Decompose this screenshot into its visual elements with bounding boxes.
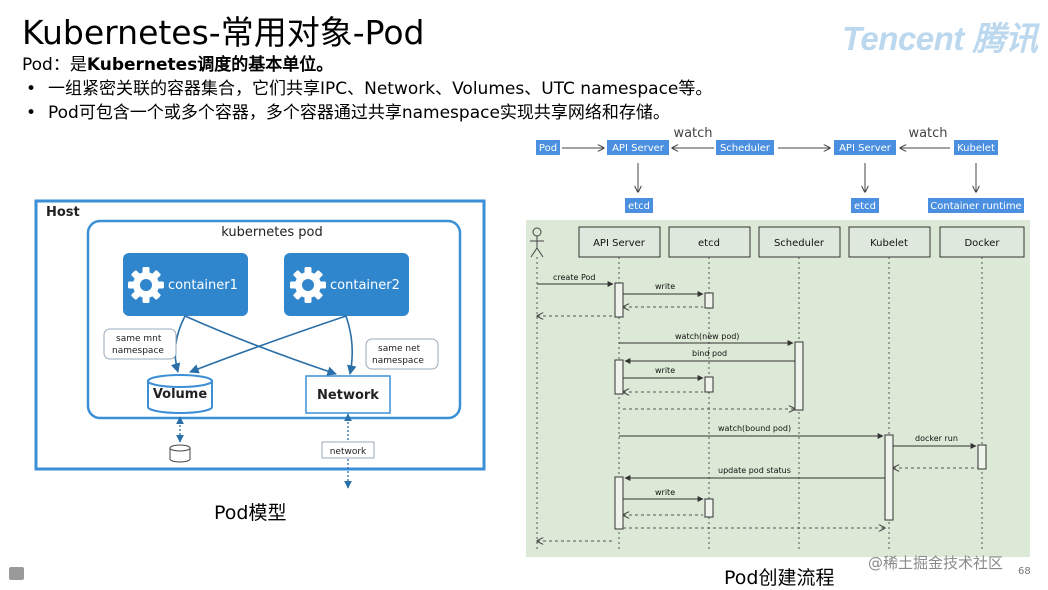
flow-api2-label: API Server xyxy=(839,143,892,154)
callout-net-line1: same net xyxy=(378,344,421,354)
flow-etcd2-box xyxy=(851,198,879,213)
seq-msg-write-2: write xyxy=(655,366,675,375)
volume-cylinder xyxy=(147,374,213,414)
page-number: 68 xyxy=(1018,566,1031,577)
callout-mnt-line2: namespace xyxy=(112,346,164,356)
gear-icon xyxy=(128,267,164,303)
seq-participant-kubelet-label: Kubelet xyxy=(870,238,908,249)
pod-model-caption: Pod模型 xyxy=(214,502,287,524)
flow-api2-box xyxy=(834,140,896,155)
seq-msg-bind-pod: bind pod xyxy=(692,349,727,358)
callout-mnt-line1: same mnt xyxy=(116,334,162,344)
seq-msg-update-status: update pod status xyxy=(718,466,791,475)
flow-etcd2-label: etcd xyxy=(854,201,876,212)
container2-label: container2 xyxy=(330,278,400,293)
seq-participant-api xyxy=(578,226,661,258)
user-actor-icon xyxy=(530,227,544,258)
intro-bold: Kubernetes调度的基本单位。 xyxy=(86,55,334,75)
bullet-text: Pod可包含一个或多个容器，多个容器通过共享namespace实现共享网络和存储… xyxy=(48,103,670,123)
flow-scheduler-box xyxy=(716,140,774,155)
flow-top: Pod API Server watch Scheduler API Serve… xyxy=(536,126,1024,213)
tencent-logo: Tencent 腾讯 xyxy=(842,20,1038,57)
callout-mnt xyxy=(103,328,177,360)
host-label: Host xyxy=(46,205,80,220)
flow-etcd1-box xyxy=(625,198,653,213)
pod-label: kubernetes pod xyxy=(221,225,322,240)
flow-watch1-label: watch xyxy=(673,126,712,141)
bullet-item: •Pod可包含一个或多个容器，多个容器通过共享namespace实现共享网络和存… xyxy=(26,103,670,123)
callout-net xyxy=(365,338,439,370)
bullet-item: •一组紧密关联的容器集合，它们共享IPC、Network、Volumes、UTC… xyxy=(26,79,713,99)
flow-runtime-box xyxy=(928,198,1024,213)
seq-participant-etcd xyxy=(668,226,751,258)
sequence-background xyxy=(526,220,1030,557)
disk-icon xyxy=(169,444,191,463)
flow-watch2-label: watch xyxy=(908,126,947,141)
flow-kubelet-label: Kubelet xyxy=(957,143,995,154)
seq-participant-kubelet xyxy=(848,226,931,258)
arrow-c2-network xyxy=(345,315,357,375)
flow-kubelet-box xyxy=(954,140,998,155)
seq-participant-etcd-label: etcd xyxy=(698,238,720,249)
seq-participant-docker-label: Docker xyxy=(964,238,1000,249)
pod-box xyxy=(86,219,462,420)
seq-msg-docker-run: docker run xyxy=(915,434,958,443)
flow-api1-box xyxy=(607,140,669,155)
container1-label: container1 xyxy=(168,278,238,293)
seq-participant-scheduler-label: Scheduler xyxy=(774,238,825,249)
flow-etcd1-label: etcd xyxy=(628,201,650,212)
arrow-c1-network xyxy=(184,315,337,376)
flow-runtime-label: Container runtime xyxy=(930,201,1021,212)
callout-net-line2: namespace xyxy=(372,356,424,366)
flow-pod-box xyxy=(536,140,560,155)
container1-box xyxy=(123,253,248,316)
arrow-c2-volume xyxy=(189,315,347,374)
seq-msg-create-pod: create Pod xyxy=(553,273,595,282)
seq-msg-watch-new: watch(new pod) xyxy=(675,332,739,341)
sequence-diagram: API Server etcd Scheduler Kubelet Docker xyxy=(526,220,1030,557)
seq-participant-scheduler xyxy=(758,226,841,258)
gear-icon xyxy=(290,267,326,303)
network-box xyxy=(305,375,391,414)
watermark: @稀土掘金技术社区 xyxy=(868,554,1004,572)
seq-msg-write-3: write xyxy=(655,488,675,497)
network-label: Network xyxy=(317,388,379,403)
seq-participant-api-label: API Server xyxy=(593,238,646,249)
flow-pod-label: Pod xyxy=(539,143,557,154)
page-title: Kubernetes-常用对象-Pod xyxy=(22,13,425,52)
flow-scheduler-label: Scheduler xyxy=(720,143,771,154)
bullet-text: 一组紧密关联的容器集合，它们共享IPC、Network、Volumes、UTC … xyxy=(48,79,713,99)
network-small-box xyxy=(321,441,375,459)
intro-prefix: Pod：是 xyxy=(22,55,87,75)
seq-msg-write-1: write xyxy=(655,282,675,291)
container2-box xyxy=(284,253,409,316)
pod-flow-caption: Pod创建流程 xyxy=(724,567,835,589)
volume-label: Volume xyxy=(153,387,208,402)
seq-msg-watch-bound: watch(bound pod) xyxy=(718,424,791,433)
corner-logo-icon xyxy=(9,567,24,580)
network-small-label: network xyxy=(330,447,367,457)
flow-api1-label: API Server xyxy=(612,143,665,154)
intro-line: Pod：是Kubernetes调度的基本单位。 xyxy=(22,50,333,75)
